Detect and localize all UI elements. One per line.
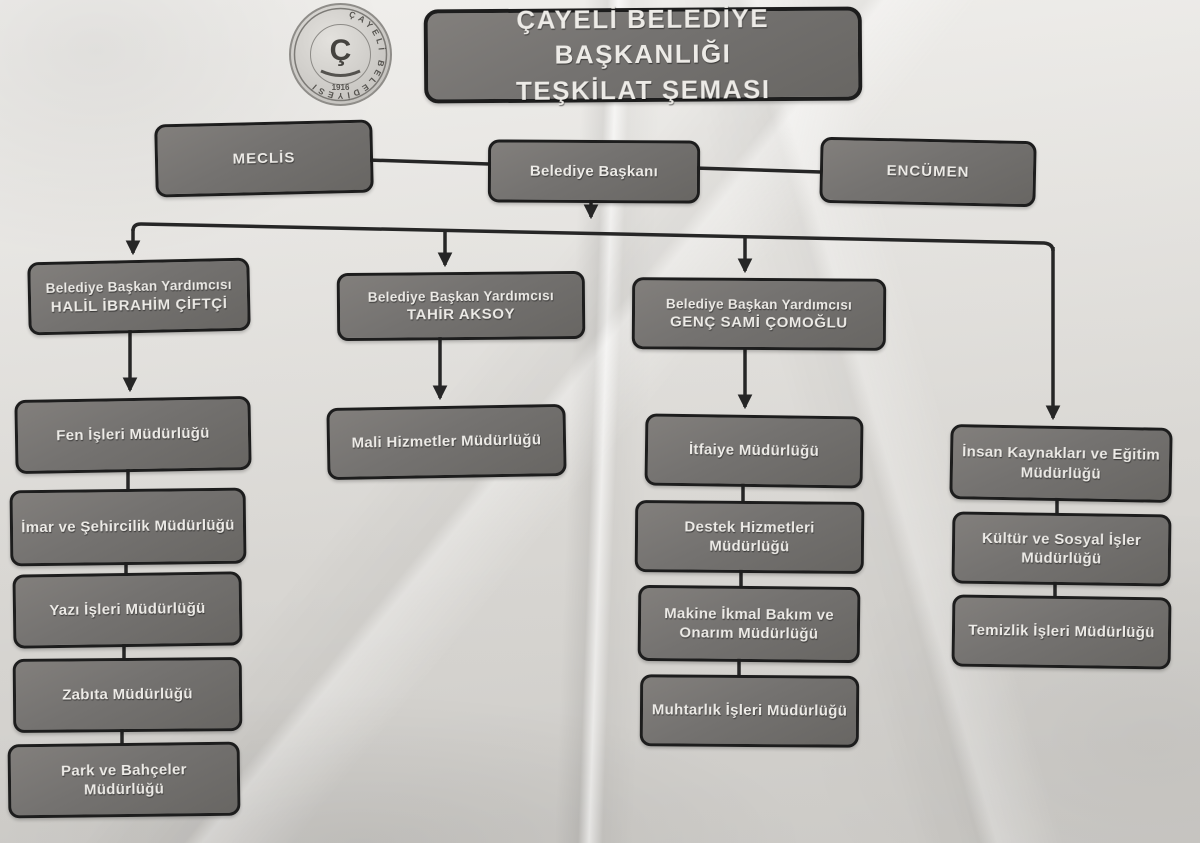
node-deputy-2: Belediye Başkan Yardımcısı TAHİR AKSOY (336, 270, 586, 342)
municipality-seal: ÇAYELİ BELEDİYESİ Ç 1916 (289, 3, 392, 106)
chart-title-line2: TEŞKİLAT ŞEMASI (515, 73, 771, 106)
chart-title: ÇAYELİ BELEDİYE BAŞKANLIĞI TEŞKİLAT ŞEMA… (428, 0, 859, 111)
node-deputy-1: Belediye Başkan Yardımcısı HALİL İBRAHİM… (27, 257, 251, 336)
deputy-3-title: Belediye Başkan Yardımcısı (665, 296, 853, 313)
node-fen-isleri-label: Fen İşleri Müdürlüğü (56, 425, 210, 445)
deputy-2-name: TAHİR AKSOY (406, 305, 516, 324)
node-insan-kaynaklari: İnsan Kaynakları ve Eğitim Müdürlüğü (949, 424, 1173, 503)
node-destek-hizmetleri-label: Destek Hizmetleri Müdürlüğü (684, 518, 815, 556)
node-insan-kaynaklari-label: İnsan Kaynakları ve Eğitim Müdürlüğü (962, 443, 1161, 483)
deputy-3-name: GENÇ SAMİ ÇOMOĞLU (670, 313, 848, 332)
chart-title-line1: ÇAYELİ BELEDİYE BAŞKANLIĞI (516, 3, 770, 71)
node-park-bahceler-label: Park ve Bahçeler Müdürlüğü (60, 761, 187, 799)
seal-monogram: Ç (330, 34, 352, 67)
node-encumen: ENCÜMEN (819, 136, 1037, 208)
node-temizlik-isleri-label: Temizlik İşleri Müdürlüğü (968, 622, 1155, 642)
node-meclis-label: MECLİS (232, 149, 296, 168)
node-zabita: Zabıta Müdürlüğü (12, 657, 243, 733)
node-belediye-baskani: Belediye Başkanı (487, 139, 701, 204)
node-deputy-3-label: Belediye Başkan Yardımcısı GENÇ SAMİ ÇOM… (658, 293, 860, 335)
seal-graphic: ÇAYELİ BELEDİYESİ Ç 1916 (293, 7, 388, 102)
node-itfaiye: İtfaiye Müdürlüğü (644, 413, 864, 489)
node-deputy-1-label: Belediye Başkan Yardımcısı HALİL İBRAHİM… (38, 274, 241, 319)
node-kultur-sosyal: Kültür ve Sosyal İşler Müdürlüğü (951, 511, 1172, 587)
seal-year: 1916 (332, 83, 350, 92)
node-imar-sehircilik: İmar ve Şehircilik Müdürlüğü (9, 487, 247, 567)
node-belediye-baskani-label: Belediye Başkanı (529, 162, 659, 181)
node-kultur-sosyal-label: Kültür ve Sosyal İşler Müdürlüğü (981, 529, 1142, 568)
node-imar-sehircilik-label: İmar ve Şehircilik Müdürlüğü (21, 517, 235, 537)
deputy-1-name: HALİL İBRAHİM ÇİFTÇİ (50, 294, 228, 316)
node-temizlik-isleri: Temizlik İşleri Müdürlüğü (951, 594, 1172, 670)
node-makine-ikmal: Makine İkmal Bakım ve Onarım Müdürlüğü (637, 584, 861, 664)
node-muhtarlik-isleri: Muhtarlık İşleri Müdürlüğü (639, 674, 860, 748)
node-mali-hizmetler: Mali Hizmetler Müdürlüğü (326, 403, 567, 481)
node-muhtarlik-isleri-label: Muhtarlık İşleri Müdürlüğü (651, 701, 848, 721)
node-encumen-label: ENCÜMEN (886, 162, 970, 182)
node-zabita-label: Zabıta Müdürlüğü (62, 685, 193, 704)
node-meclis: MECLİS (154, 119, 374, 198)
deputy-2-title: Belediye Başkan Yardımcısı (367, 287, 555, 305)
node-fen-isleri: Fen İşleri Müdürlüğü (14, 395, 252, 475)
node-yazi-isleri: Yazı İşleri Müdürlüğü (12, 571, 243, 649)
node-yazi-isleri-label: Yazı İşleri Müdürlüğü (49, 600, 206, 620)
node-makine-ikmal-label: Makine İkmal Bakım ve Onarım Müdürlüğü (664, 604, 835, 643)
node-deputy-2-label: Belediye Başkan Yardımcısı TAHİR AKSOY (360, 285, 563, 327)
node-mali-hizmetler-label: Mali Hizmetler Müdürlüğü (351, 431, 542, 453)
node-park-bahceler: Park ve Bahçeler Müdürlüğü (7, 741, 241, 819)
node-itfaiye-label: İtfaiye Müdürlüğü (688, 441, 820, 461)
node-destek-hizmetleri: Destek Hizmetleri Müdürlüğü (634, 500, 865, 574)
chart-title-box: ÇAYELİ BELEDİYE BAŞKANLIĞI TEŞKİLAT ŞEMA… (423, 3, 863, 105)
node-deputy-3: Belediye Başkan Yardımcısı GENÇ SAMİ ÇOM… (631, 277, 887, 351)
